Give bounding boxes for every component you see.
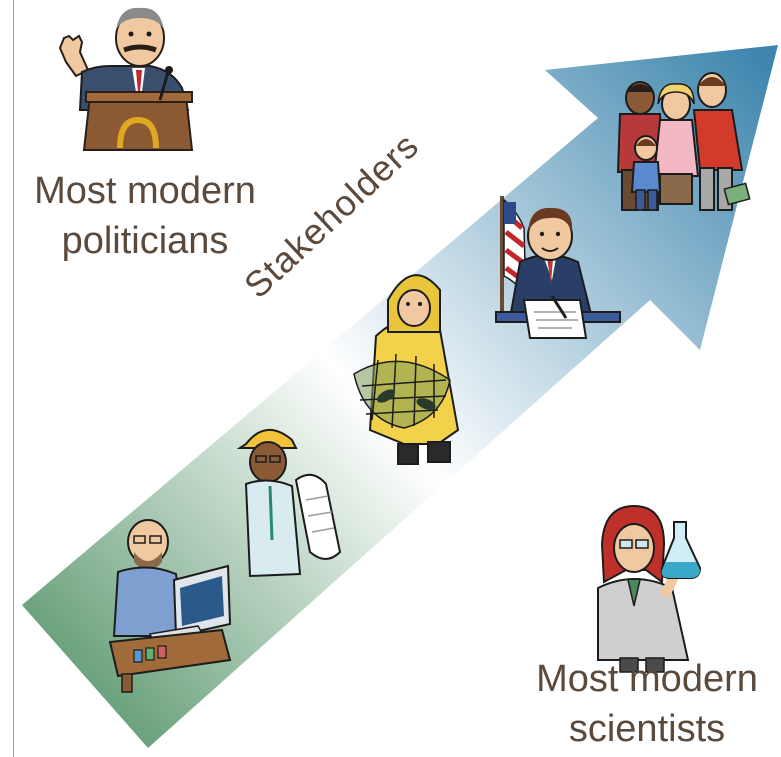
politicians-label: Most modern politicians (10, 166, 280, 266)
politicians-label-line1: Most modern (34, 170, 256, 212)
politician-at-podium-icon (58, 7, 194, 151)
lab-technician-at-computer-icon (108, 519, 232, 693)
engineer-with-blueprint-icon (236, 429, 342, 578)
scientists-label-line2: scientists (568, 708, 726, 750)
politicians-label-line2: politicians (61, 220, 229, 262)
scientist-with-flask-icon (597, 504, 702, 673)
scientists-label-line1: Most modern (536, 658, 758, 700)
family-icon (616, 72, 751, 211)
government-official-icon (495, 196, 621, 339)
scientists-label: Most modern scientists (516, 654, 778, 754)
fisherman-with-net-icon (353, 274, 460, 465)
left-divider-line (13, 0, 14, 757)
